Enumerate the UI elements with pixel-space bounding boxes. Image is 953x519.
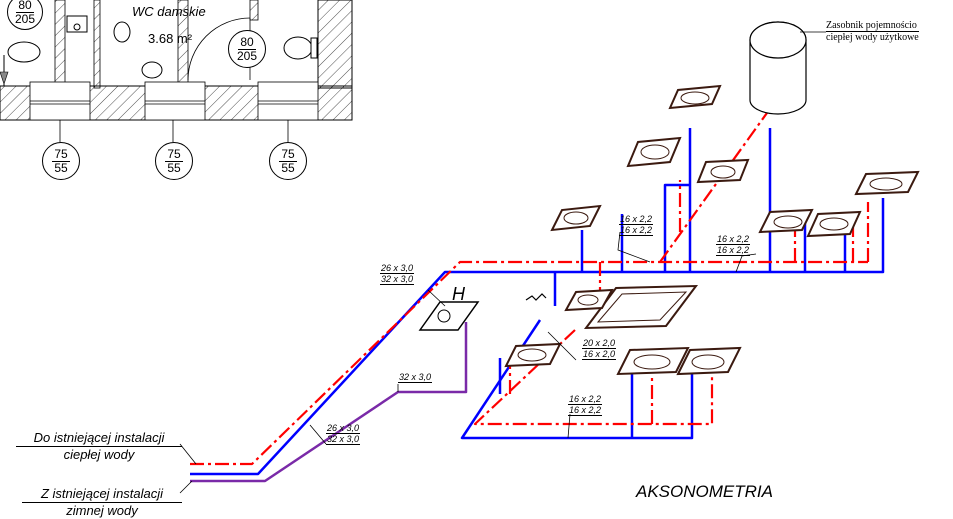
shower-tray — [583, 284, 699, 330]
partition-1 — [54, 0, 66, 89]
washbasin-right-3 — [854, 170, 920, 196]
washbasin-2 — [141, 61, 163, 79]
floor-plan — [0, 0, 353, 142]
washbasin-lower-left — [504, 342, 562, 368]
toilet-left — [7, 41, 41, 63]
hot-connection-line2: ciepłej wody — [63, 447, 135, 462]
hot-connection-line1: Do istniejącej instalacji — [16, 430, 182, 447]
tap-symbol — [525, 293, 547, 301]
hydrant-box — [418, 301, 480, 331]
washbasin-right-2 — [806, 210, 862, 238]
cold-connection-label: Z istniejącej instalacji zimnej wody — [22, 486, 182, 519]
washbasin-right-1 — [758, 208, 814, 234]
washbasin-lower-2 — [676, 346, 742, 376]
washbasin-lower-1 — [616, 346, 690, 376]
leader-lines — [179, 231, 757, 494]
washbasin-top-3 — [696, 158, 750, 184]
washbasin-top-2 — [626, 136, 682, 168]
cold-connection-line1: Z istniejącej instalacji — [22, 486, 182, 503]
storage-tank — [749, 21, 826, 115]
hydrant-mark: H — [452, 284, 465, 304]
washbasin-middle — [564, 288, 614, 312]
room-area: 3.68 m² — [148, 31, 193, 46]
tank-label-line2: ciepłej wody użytkowe — [826, 31, 919, 43]
washbasin-left — [550, 204, 602, 232]
washbasin-top-1 — [668, 84, 722, 110]
washbasin-1 — [113, 21, 131, 43]
hot-connection-label: Do istniejącej instalacji ciepłej wody — [16, 430, 182, 463]
partition-4 — [249, 0, 259, 21]
toilet-right — [283, 36, 313, 60]
circulation-size-label: 32 x 3,0 — [398, 372, 433, 383]
wall-right — [317, 0, 353, 89]
circulation-pipe — [190, 322, 468, 483]
partition-2 — [93, 0, 101, 89]
fixtures — [418, 84, 920, 376]
cold-water-pipes — [190, 128, 885, 476]
tank-label-line1: Zasobnik pojemnościo — [826, 20, 917, 31]
cold-connection-line2: zimnej wody — [66, 503, 138, 518]
room-name: WC damskie — [132, 4, 206, 19]
tank-label: Zasobnik pojemnościo ciepłej wody użytko… — [826, 20, 919, 43]
drawing-title: AKSONOMETRIA — [636, 482, 773, 501]
